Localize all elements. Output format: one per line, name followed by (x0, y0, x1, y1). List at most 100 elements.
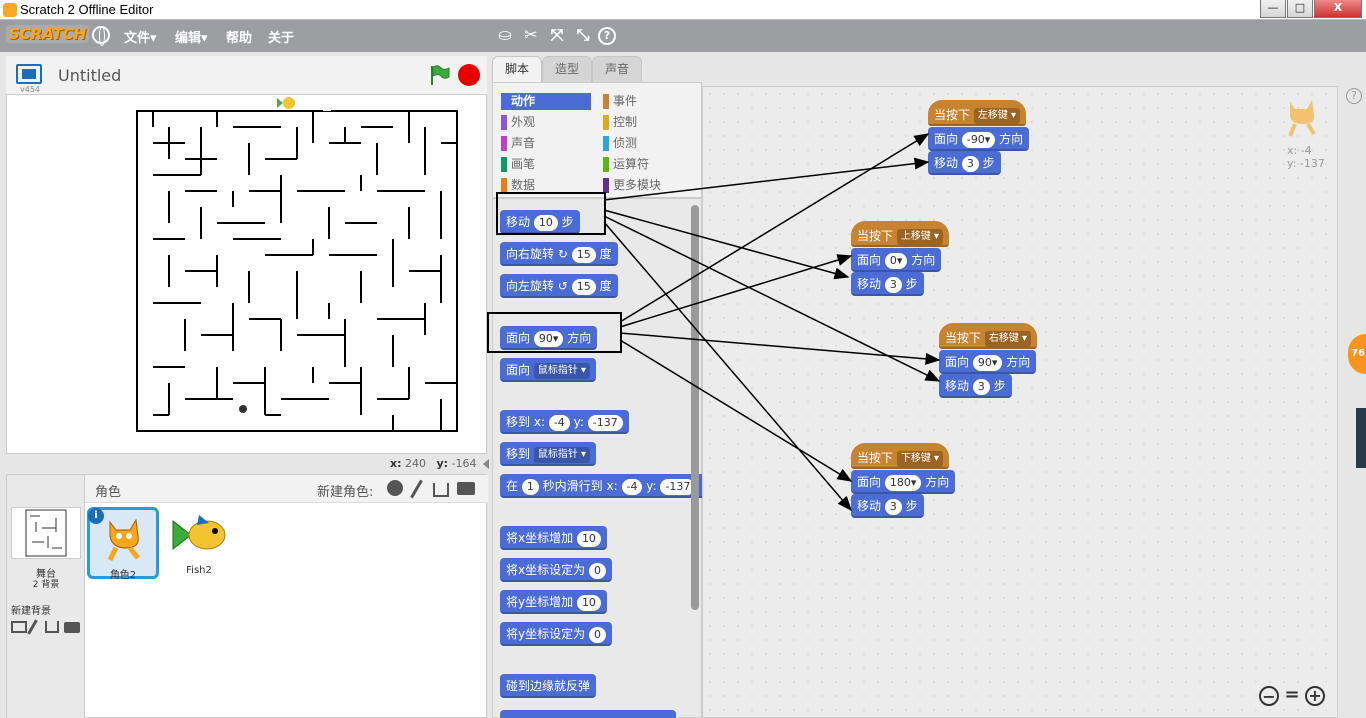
stage-thumbnail[interactable] (11, 507, 81, 559)
palette-scrollbar[interactable] (691, 205, 699, 610)
category-data[interactable]: 数据 (501, 177, 591, 194)
close-button[interactable]: X (1314, 0, 1362, 18)
window-titlebar: Scratch 2 Offline Editor — □ X (0, 0, 1366, 20)
menu-about[interactable]: 关于 (268, 31, 295, 46)
block-set-y[interactable]: 将y坐标设定为 0 (500, 622, 612, 646)
menu-bar: SCRATCH 文件▾ 编辑▾ 帮助 关于 ⛀ ✂ ⤧ ⤡ ? (0, 20, 1366, 52)
upload-sprite-icon[interactable] (433, 483, 449, 497)
scratch-logo[interactable]: SCRATCH (6, 25, 90, 43)
turn-right-icon: ↻ (557, 247, 568, 261)
fish-sprite[interactable] (283, 97, 295, 109)
sprite-thumb-cat[interactable]: i 角色2 (87, 507, 159, 581)
stage-label: 舞台 (36, 569, 56, 580)
hat-when-key-down[interactable]: 当按下 下移键 ▾ (851, 443, 950, 469)
tips-help-icon[interactable]: ? (1346, 88, 1362, 104)
scripts-area[interactable] (702, 86, 1338, 718)
green-flag-icon[interactable] (428, 64, 450, 86)
block-glide[interactable]: 在 1 秒内滑行到 x: -4 y: -137 (500, 474, 702, 498)
category-operators[interactable]: 运算符 (603, 156, 693, 173)
duplicate-stamp-icon[interactable]: ⛀ (498, 25, 512, 44)
upload-backdrop-icon[interactable] (45, 621, 59, 633)
block-help-icon[interactable]: ? (598, 27, 616, 45)
block-set-x[interactable]: 将x坐标设定为 0 (500, 558, 612, 582)
sprite-name: 角色2 (109, 570, 137, 581)
backdrop-library-icon[interactable] (11, 621, 27, 633)
sprite-x-readout: x: -4 (1287, 144, 1312, 157)
stage-column: 舞台 2 背景 新建背景 (7, 475, 85, 718)
zoom-reset-icon[interactable]: = (1284, 684, 1300, 705)
tab-costumes[interactable]: 造型 (542, 56, 592, 82)
block-goto-target[interactable]: 移到 鼠标指针 ▾ (500, 442, 597, 466)
fullscreen-icon[interactable] (16, 64, 42, 84)
category-control[interactable]: 控制 (603, 114, 693, 131)
camera-sprite-icon[interactable] (457, 482, 475, 495)
stage-canvas[interactable] (6, 94, 487, 454)
menu-help[interactable]: 帮助 (226, 31, 253, 46)
side-meter (1356, 408, 1366, 468)
block-move-steps[interactable]: 移动 3 步 (939, 374, 1012, 398)
stop-icon[interactable] (458, 64, 480, 86)
minimize-button[interactable]: — (1260, 0, 1286, 18)
sprite-header-title: 角色 (95, 485, 122, 500)
zoom-out-icon[interactable]: − (1259, 686, 1279, 706)
hat-when-key-right[interactable]: 当按下 右移键 ▾ (939, 323, 1038, 349)
new-backdrop-label: 新建背景 (11, 606, 51, 617)
category-events[interactable]: 事件 (603, 93, 693, 110)
camera-backdrop-icon[interactable] (64, 622, 80, 633)
paint-sprite-icon[interactable] (410, 479, 423, 499)
category-motion[interactable]: 动作 (501, 93, 591, 110)
maximize-button[interactable]: □ (1287, 0, 1313, 18)
sprite-library-icon[interactable] (387, 480, 403, 496)
category-sensing[interactable]: 侦测 (603, 135, 693, 152)
current-sprite-cat-icon (1288, 100, 1316, 137)
zoom-in-icon[interactable]: + (1305, 686, 1325, 706)
category-sound[interactable]: 声音 (501, 135, 591, 152)
block-point-direction[interactable]: 面向 -90▾ 方向 (928, 127, 1030, 151)
block-point-direction[interactable]: 面向 90▾ 方向 (939, 350, 1037, 374)
block-change-x[interactable]: 将x坐标增加 10 (500, 526, 607, 550)
backdrop-count: 2 背景 (32, 580, 60, 590)
sprite-name: Fish2 (186, 565, 212, 576)
block-point-direction[interactable]: 面向 90▾ 方向 (500, 326, 598, 350)
project-title[interactable]: Untitled (58, 66, 122, 85)
tab-scripts[interactable]: 脚本 (492, 56, 542, 83)
block-move-steps[interactable]: 移动 10 步 (500, 210, 580, 234)
version-label: v454 (20, 85, 41, 94)
collapse-arrow-icon[interactable] (483, 459, 489, 469)
new-sprite-label: 新建角色: (317, 485, 374, 500)
side-badge[interactable]: 76 (1348, 334, 1366, 374)
block-move-steps[interactable]: 移动 3 步 (928, 151, 1001, 175)
category-more-blocks[interactable]: 更多模块 (603, 177, 693, 194)
paint-backdrop-icon[interactable] (27, 619, 38, 635)
turn-left-icon: ↺ (557, 279, 568, 293)
block-change-y[interactable]: 将y坐标增加 10 (500, 590, 607, 614)
block-turn-right[interactable]: 向右旋转 ↻ 15 度 (500, 242, 618, 266)
block-goto-xy[interactable]: 移到 x: -4 y: -137 (500, 410, 629, 434)
maze-backdrop (136, 95, 458, 432)
block-move-steps[interactable]: 移动 3 步 (851, 494, 924, 518)
sprite-thumb-fish[interactable]: Fish2 (163, 507, 235, 579)
hat-when-key-up[interactable]: 当按下 上移键 ▾ (851, 221, 950, 247)
app-icon (3, 3, 17, 17)
cut-scissors-icon[interactable]: ✂ (524, 25, 538, 44)
block-point-towards[interactable]: 面向 鼠标指针 ▾ (500, 358, 597, 382)
category-pen[interactable]: 画笔 (501, 156, 591, 173)
block-point-direction[interactable]: 面向 0▾ 方向 (851, 248, 942, 272)
sprite-pane: 舞台 2 背景 新建背景 角色 新建角色: i 角色2 Fish2 (6, 474, 488, 718)
menu-file[interactable]: 文件▾ (124, 31, 157, 46)
language-globe-icon[interactable] (92, 26, 110, 46)
block-move-steps[interactable]: 移动 3 步 (851, 272, 924, 296)
block-turn-left[interactable]: 向左旋转 ↺ 15 度 (500, 274, 618, 298)
block-bounce[interactable]: 碰到边缘就反弹 (500, 674, 597, 698)
sprite-info-icon[interactable]: i (88, 508, 104, 524)
cat-sprite[interactable] (239, 405, 247, 413)
hat-when-key-left[interactable]: 当按下 左移键 ▾ (928, 100, 1027, 126)
cat-costume-icon (107, 518, 140, 562)
sprite-header: 角色 新建角色: (85, 475, 488, 503)
menu-edit[interactable]: 编辑▾ (175, 31, 208, 46)
category-looks[interactable]: 外观 (501, 114, 591, 131)
grow-icon[interactable]: ⤧ (550, 25, 564, 44)
tab-sounds[interactable]: 声音 (592, 56, 642, 82)
shrink-icon[interactable]: ⤡ (576, 25, 590, 44)
block-point-direction[interactable]: 面向 180▾ 方向 (851, 470, 956, 494)
